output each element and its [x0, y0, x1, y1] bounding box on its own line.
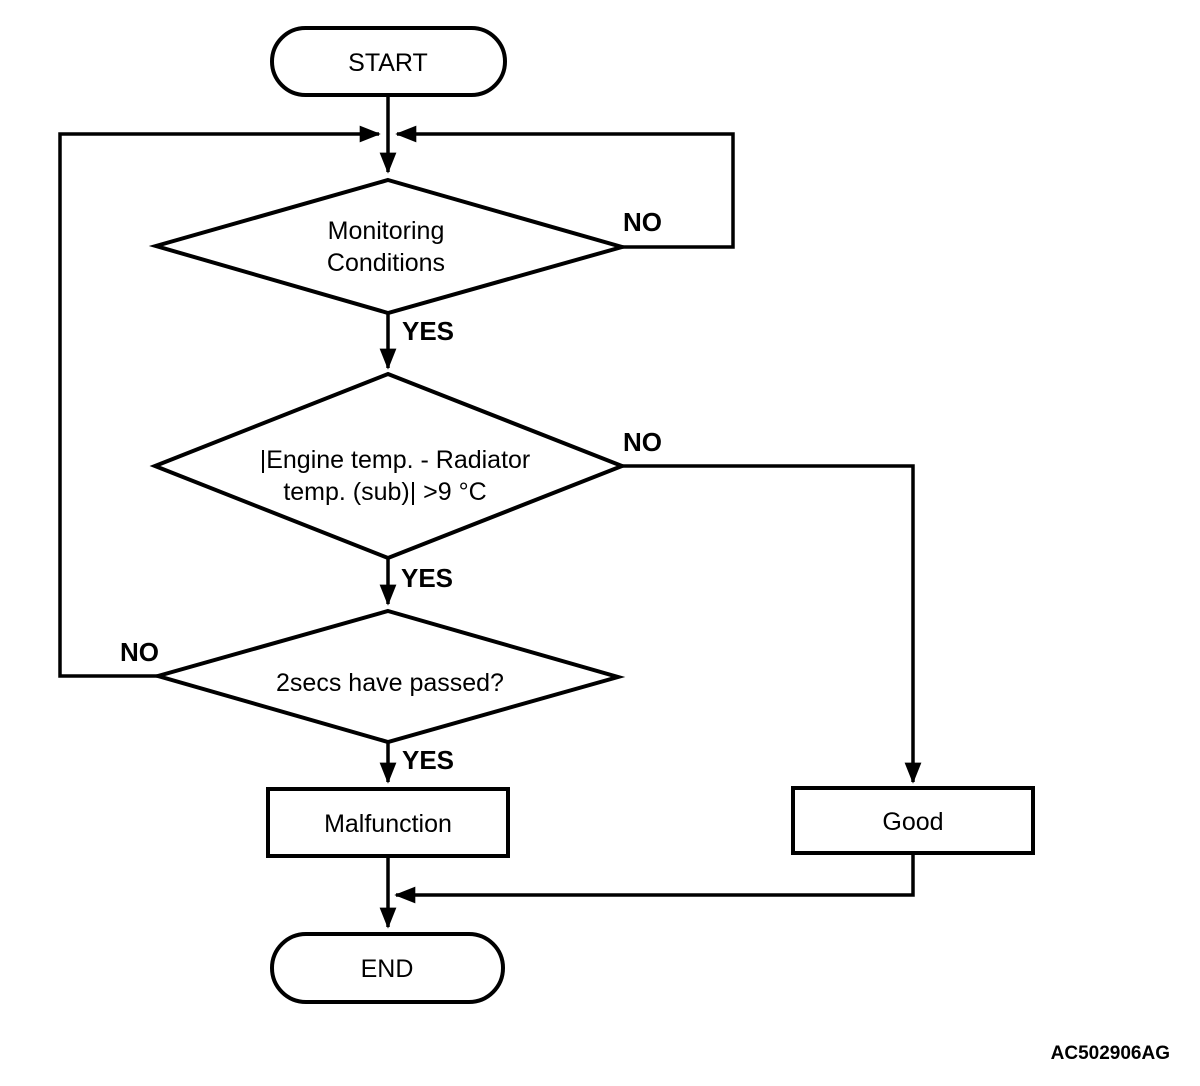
malfunction-label: Malfunction: [324, 810, 452, 838]
start-label: START: [348, 49, 428, 77]
monitoring-yes-label: YES: [402, 316, 454, 346]
good-process-box: [791, 786, 1035, 855]
monitoring-no-label: NO: [623, 207, 662, 237]
edge-monitoring-no-loop: [395, 125, 735, 249]
edge-engine-temp-no: [622, 464, 922, 784]
two-secs-no-label: NO: [120, 637, 159, 667]
engine-temp-no-label: NO: [623, 427, 662, 457]
engine-temp-decision-diamond: [149, 371, 628, 561]
engine-temp-label-line2: temp. (sub)| >9 °C: [283, 478, 486, 506]
malfunction-process-box: [266, 787, 510, 858]
good-label: Good: [882, 808, 943, 836]
edge-two-secs-no-loop: [58, 125, 381, 678]
engine-temp-label-line1: |Engine temp. - Radiator: [260, 446, 531, 474]
two-secs-decision-diamond: [150, 608, 626, 745]
monitoring-decision-diamond: [148, 177, 630, 316]
monitoring-label-line1: Monitoring: [328, 217, 445, 245]
edge-good-to-join: [394, 853, 915, 904]
two-secs-label: 2secs have passed?: [276, 669, 504, 697]
two-secs-yes-label: YES: [402, 745, 454, 775]
end-label: END: [361, 955, 414, 983]
start-terminator: [270, 26, 507, 97]
end-terminator: [270, 932, 505, 1004]
reference-code: AC502906AG: [1051, 1043, 1170, 1064]
engine-temp-yes-label: YES: [401, 563, 453, 593]
monitoring-label-line2: Conditions: [327, 249, 445, 277]
